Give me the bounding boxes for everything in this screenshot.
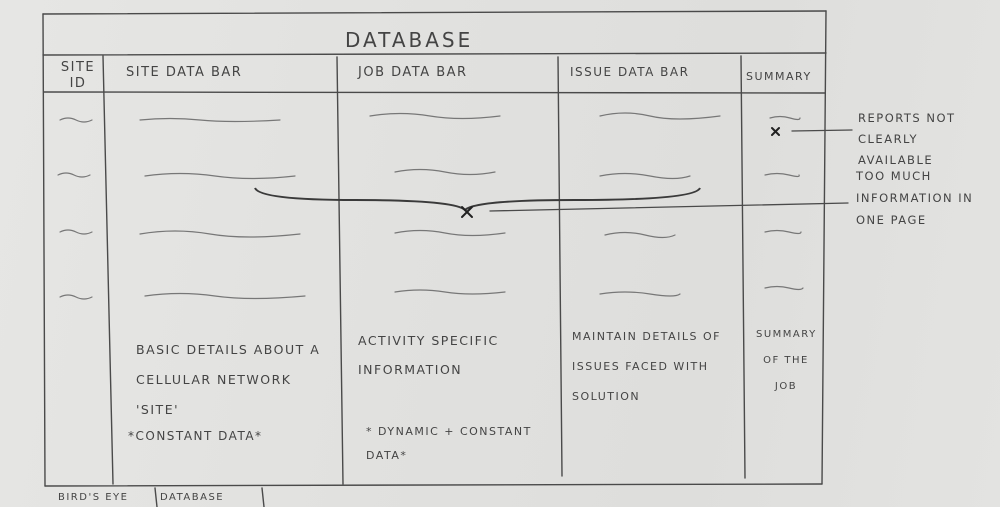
- column-header-site-id: SITE ID: [60, 60, 96, 92]
- site-data-note: *CONSTANT DATA*: [128, 429, 263, 443]
- frame-top-line: [42, 10, 827, 15]
- title-divider-line: [42, 52, 827, 56]
- summary-description: SUMMARY OF THE JOB: [756, 329, 817, 392]
- column-divider-4: [740, 55, 746, 479]
- annotation-too-much: TOO MUCH INFORMATION IN ONE PAGE: [856, 169, 974, 227]
- frame-right-line: [821, 10, 827, 485]
- column-header-site-data: SITE DATA BAR: [126, 65, 243, 80]
- job-data-description: ACTIVITY SPECIFIC INFORMATION: [358, 333, 499, 377]
- issue-data-description: MAINTAIN DETAILS OF ISSUES FACED WITH SO…: [572, 330, 721, 403]
- column-header-job-data: JOB DATA BAR: [358, 65, 468, 80]
- site-data-description: BASIC DETAILS ABOUT A CELLULAR NETWORK '…: [136, 342, 321, 417]
- cross-mark-2: [461, 206, 473, 218]
- column-divider-3: [557, 56, 563, 477]
- column-divider-2: [336, 56, 344, 485]
- column-divider-1: [102, 55, 114, 485]
- placeholder-scribbles: [57, 112, 804, 300]
- pointer-line-reports: [791, 129, 853, 132]
- annotation-reports: REPORTS NOT CLEARLY AVAILABLE: [858, 111, 956, 167]
- header-divider-line: [43, 91, 826, 94]
- pointer-line-too-much: [489, 202, 849, 212]
- tab-divider-1: [154, 487, 158, 507]
- tab-database[interactable]: DATABASE: [160, 492, 225, 503]
- tab-birds-eye[interactable]: BIRD'S EYE: [58, 492, 129, 503]
- column-header-issue-data: ISSUE DATA BAR: [570, 65, 690, 79]
- page-title: DATABASE: [345, 28, 474, 52]
- frame-left-line: [42, 13, 46, 487]
- brace-mark: [254, 187, 701, 212]
- job-data-note: * DYNAMIC + CONSTANT DATA*: [366, 425, 532, 462]
- cross-mark-1: [771, 127, 780, 136]
- column-header-summary: SUMMARY: [746, 70, 812, 83]
- frame-bottom-line: [44, 483, 823, 487]
- tab-divider-2: [261, 487, 265, 507]
